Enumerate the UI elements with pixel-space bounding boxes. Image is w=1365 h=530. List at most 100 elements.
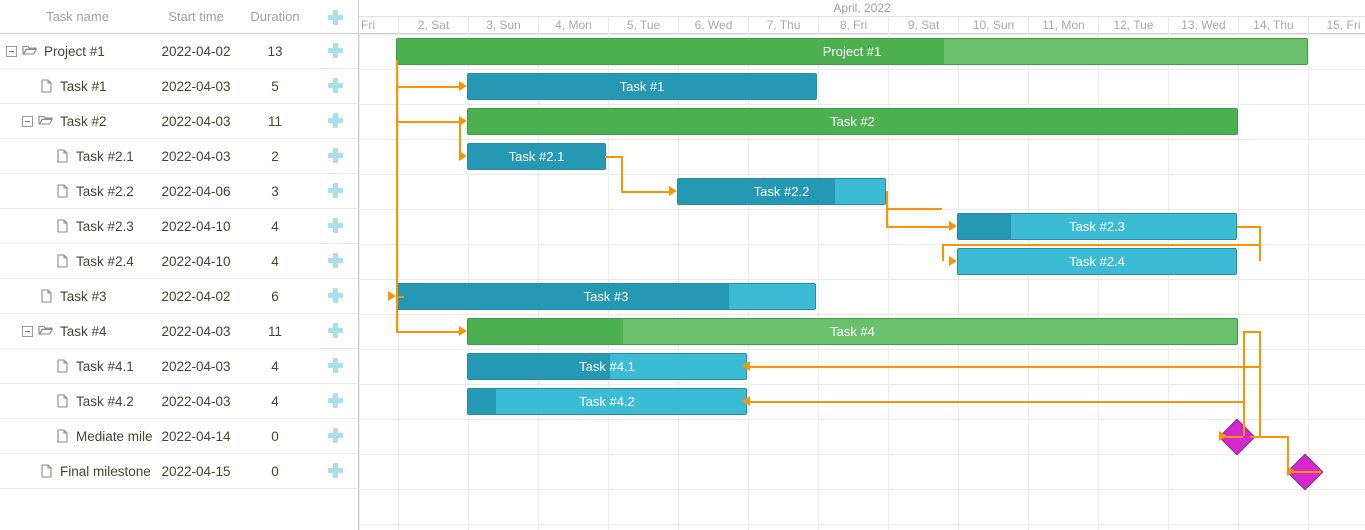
task-name-cell[interactable]: Task #2.1 [0,148,155,164]
duration-cell[interactable]: 6 [271,288,279,304]
column-header-duration[interactable]: Duration [250,9,300,24]
table-row[interactable]: Task #4.2 2022-04-03 4 [0,384,358,419]
start-time-cell[interactable]: 2022-04-03 [161,393,231,409]
task-name-cell[interactable]: Final milestone [0,463,155,479]
table-row[interactable]: Task #2.1 2022-04-03 2 [0,139,358,174]
grid-horizontal-line [359,34,1365,35]
duration-cell[interactable]: 4 [271,393,279,409]
dependency-link-segment [396,86,459,88]
month-label: April, 2022 [833,1,891,15]
task-name-cell[interactable]: Task #2.4 [0,253,155,269]
start-time-cell[interactable]: 2022-04-10 [161,218,231,234]
table-row[interactable]: Task #2 2022-04-03 11 [0,104,358,139]
add-subtask-button[interactable] [313,392,358,410]
duration-cell[interactable]: 2 [271,148,279,164]
timeline-day-cell: 14, Thu [1238,17,1308,34]
start-time-cell[interactable]: 2022-04-03 [161,78,231,94]
gantt-bar[interactable]: Task #2 [467,108,1238,135]
gantt-bar[interactable]: Task #2.2 [677,178,886,205]
duration-cell[interactable]: 13 [267,43,283,59]
duration-cell[interactable]: 11 [267,323,282,339]
table-row[interactable]: Task #2.2 2022-04-06 3 [0,174,358,209]
duration-cell[interactable]: 0 [271,428,279,444]
table-row[interactable]: Task #4.1 2022-04-03 4 [0,349,358,384]
add-subtask-button[interactable] [313,112,358,130]
plus-icon [328,288,343,304]
add-task-header-button[interactable] [313,0,358,33]
add-subtask-button[interactable] [313,147,358,165]
table-row[interactable]: Task #2.3 2022-04-10 4 [0,209,358,244]
gantt-bar[interactable]: Project #1 [396,38,1308,65]
task-name-cell[interactable]: Task #4 [0,323,155,339]
collapse-toggle-icon[interactable] [22,325,33,337]
grid-horizontal-line [359,104,1365,105]
duration-cell[interactable]: 5 [271,78,279,94]
dependency-arrowhead [949,256,957,266]
add-subtask-button[interactable] [313,252,358,270]
gantt-bar[interactable]: Task #1 [467,73,817,100]
collapse-toggle-icon[interactable] [6,45,17,57]
duration-cell[interactable]: 4 [271,253,279,269]
start-time-cell[interactable]: 2022-04-03 [161,148,231,164]
task-name-cell[interactable]: Task #3 [0,288,155,304]
dependency-link-segment [1250,436,1287,438]
column-header-start-time[interactable]: Start time [168,9,224,24]
add-subtask-button[interactable] [313,357,358,375]
task-name-cell[interactable]: Task #4.1 [0,358,155,374]
dependency-link-segment [396,296,404,298]
plus-icon [328,43,343,59]
task-name-cell[interactable]: Task #2.3 [0,218,155,234]
table-row[interactable]: Task #2.4 2022-04-10 4 [0,244,358,279]
task-name-cell[interactable]: Task #4.2 [0,393,155,409]
duration-cell[interactable]: 4 [271,358,279,374]
gantt-bar[interactable]: Task #4 [467,318,1238,345]
gantt-bar[interactable]: Task #4.1 [467,353,747,380]
duration-cell[interactable]: 11 [267,113,282,129]
table-row[interactable]: Task #4 2022-04-03 11 [0,314,358,349]
task-name-cell[interactable]: Task #1 [0,78,155,94]
table-row[interactable]: Task #1 2022-04-03 5 [0,69,358,104]
start-time-cell[interactable]: 2022-04-03 [161,323,231,339]
add-subtask-button[interactable] [313,182,358,200]
start-time-cell[interactable]: 2022-04-03 [161,113,231,129]
task-name-label: Task #2.4 [76,253,134,269]
add-subtask-button[interactable] [313,322,358,340]
grid-vertical-line [468,34,469,530]
column-header-task-name[interactable]: Task name [46,9,109,24]
add-subtask-button[interactable] [313,42,358,60]
gantt-bar[interactable]: Task #3 [396,283,816,310]
add-subtask-button[interactable] [313,217,358,235]
add-subtask-button[interactable] [313,77,358,95]
task-name-cell[interactable]: Task #2 [0,113,155,129]
start-time-cell[interactable]: 2022-04-10 [161,253,231,269]
start-time-cell[interactable]: 2022-04-02 [161,43,231,59]
start-time-cell[interactable]: 2022-04-02 [161,288,231,304]
collapse-toggle-icon[interactable] [22,115,33,127]
task-name-cell[interactable]: Mediate mile [0,428,155,444]
duration-cell[interactable]: 0 [271,463,279,479]
gantt-bar[interactable]: Task #2.4 [957,248,1237,275]
progress-fill [678,179,835,204]
add-subtask-button[interactable] [313,287,358,305]
task-name-cell[interactable]: Task #2.2 [0,183,155,199]
table-row[interactable]: Mediate mile 2022-04-14 0 [0,419,358,454]
gantt-bar[interactable]: Task #4.2 [467,388,747,415]
gantt-bar-label: Task #2.2 [753,184,810,199]
start-time-cell[interactable]: 2022-04-15 [161,463,231,479]
gantt-bar[interactable]: Task #2.1 [467,143,606,170]
table-row[interactable]: Task #3 2022-04-02 6 [0,279,358,314]
duration-cell[interactable]: 3 [271,183,279,199]
start-time-cell[interactable]: 2022-04-03 [161,358,231,374]
add-subtask-button[interactable] [313,462,358,480]
table-row[interactable]: Project #1 2022-04-02 13 [0,34,358,69]
gantt-bar[interactable]: Task #2.3 [957,213,1237,240]
duration-cell[interactable]: 4 [271,218,279,234]
file-icon [54,358,70,374]
timeline-day-cell: 6, Wed [678,17,748,34]
start-time-cell[interactable]: 2022-04-06 [161,183,231,199]
add-subtask-button[interactable] [313,427,358,445]
start-time-cell[interactable]: 2022-04-14 [161,428,231,444]
table-row[interactable]: Final milestone 2022-04-15 0 [0,454,358,489]
task-name-cell[interactable]: Project #1 [0,43,155,59]
